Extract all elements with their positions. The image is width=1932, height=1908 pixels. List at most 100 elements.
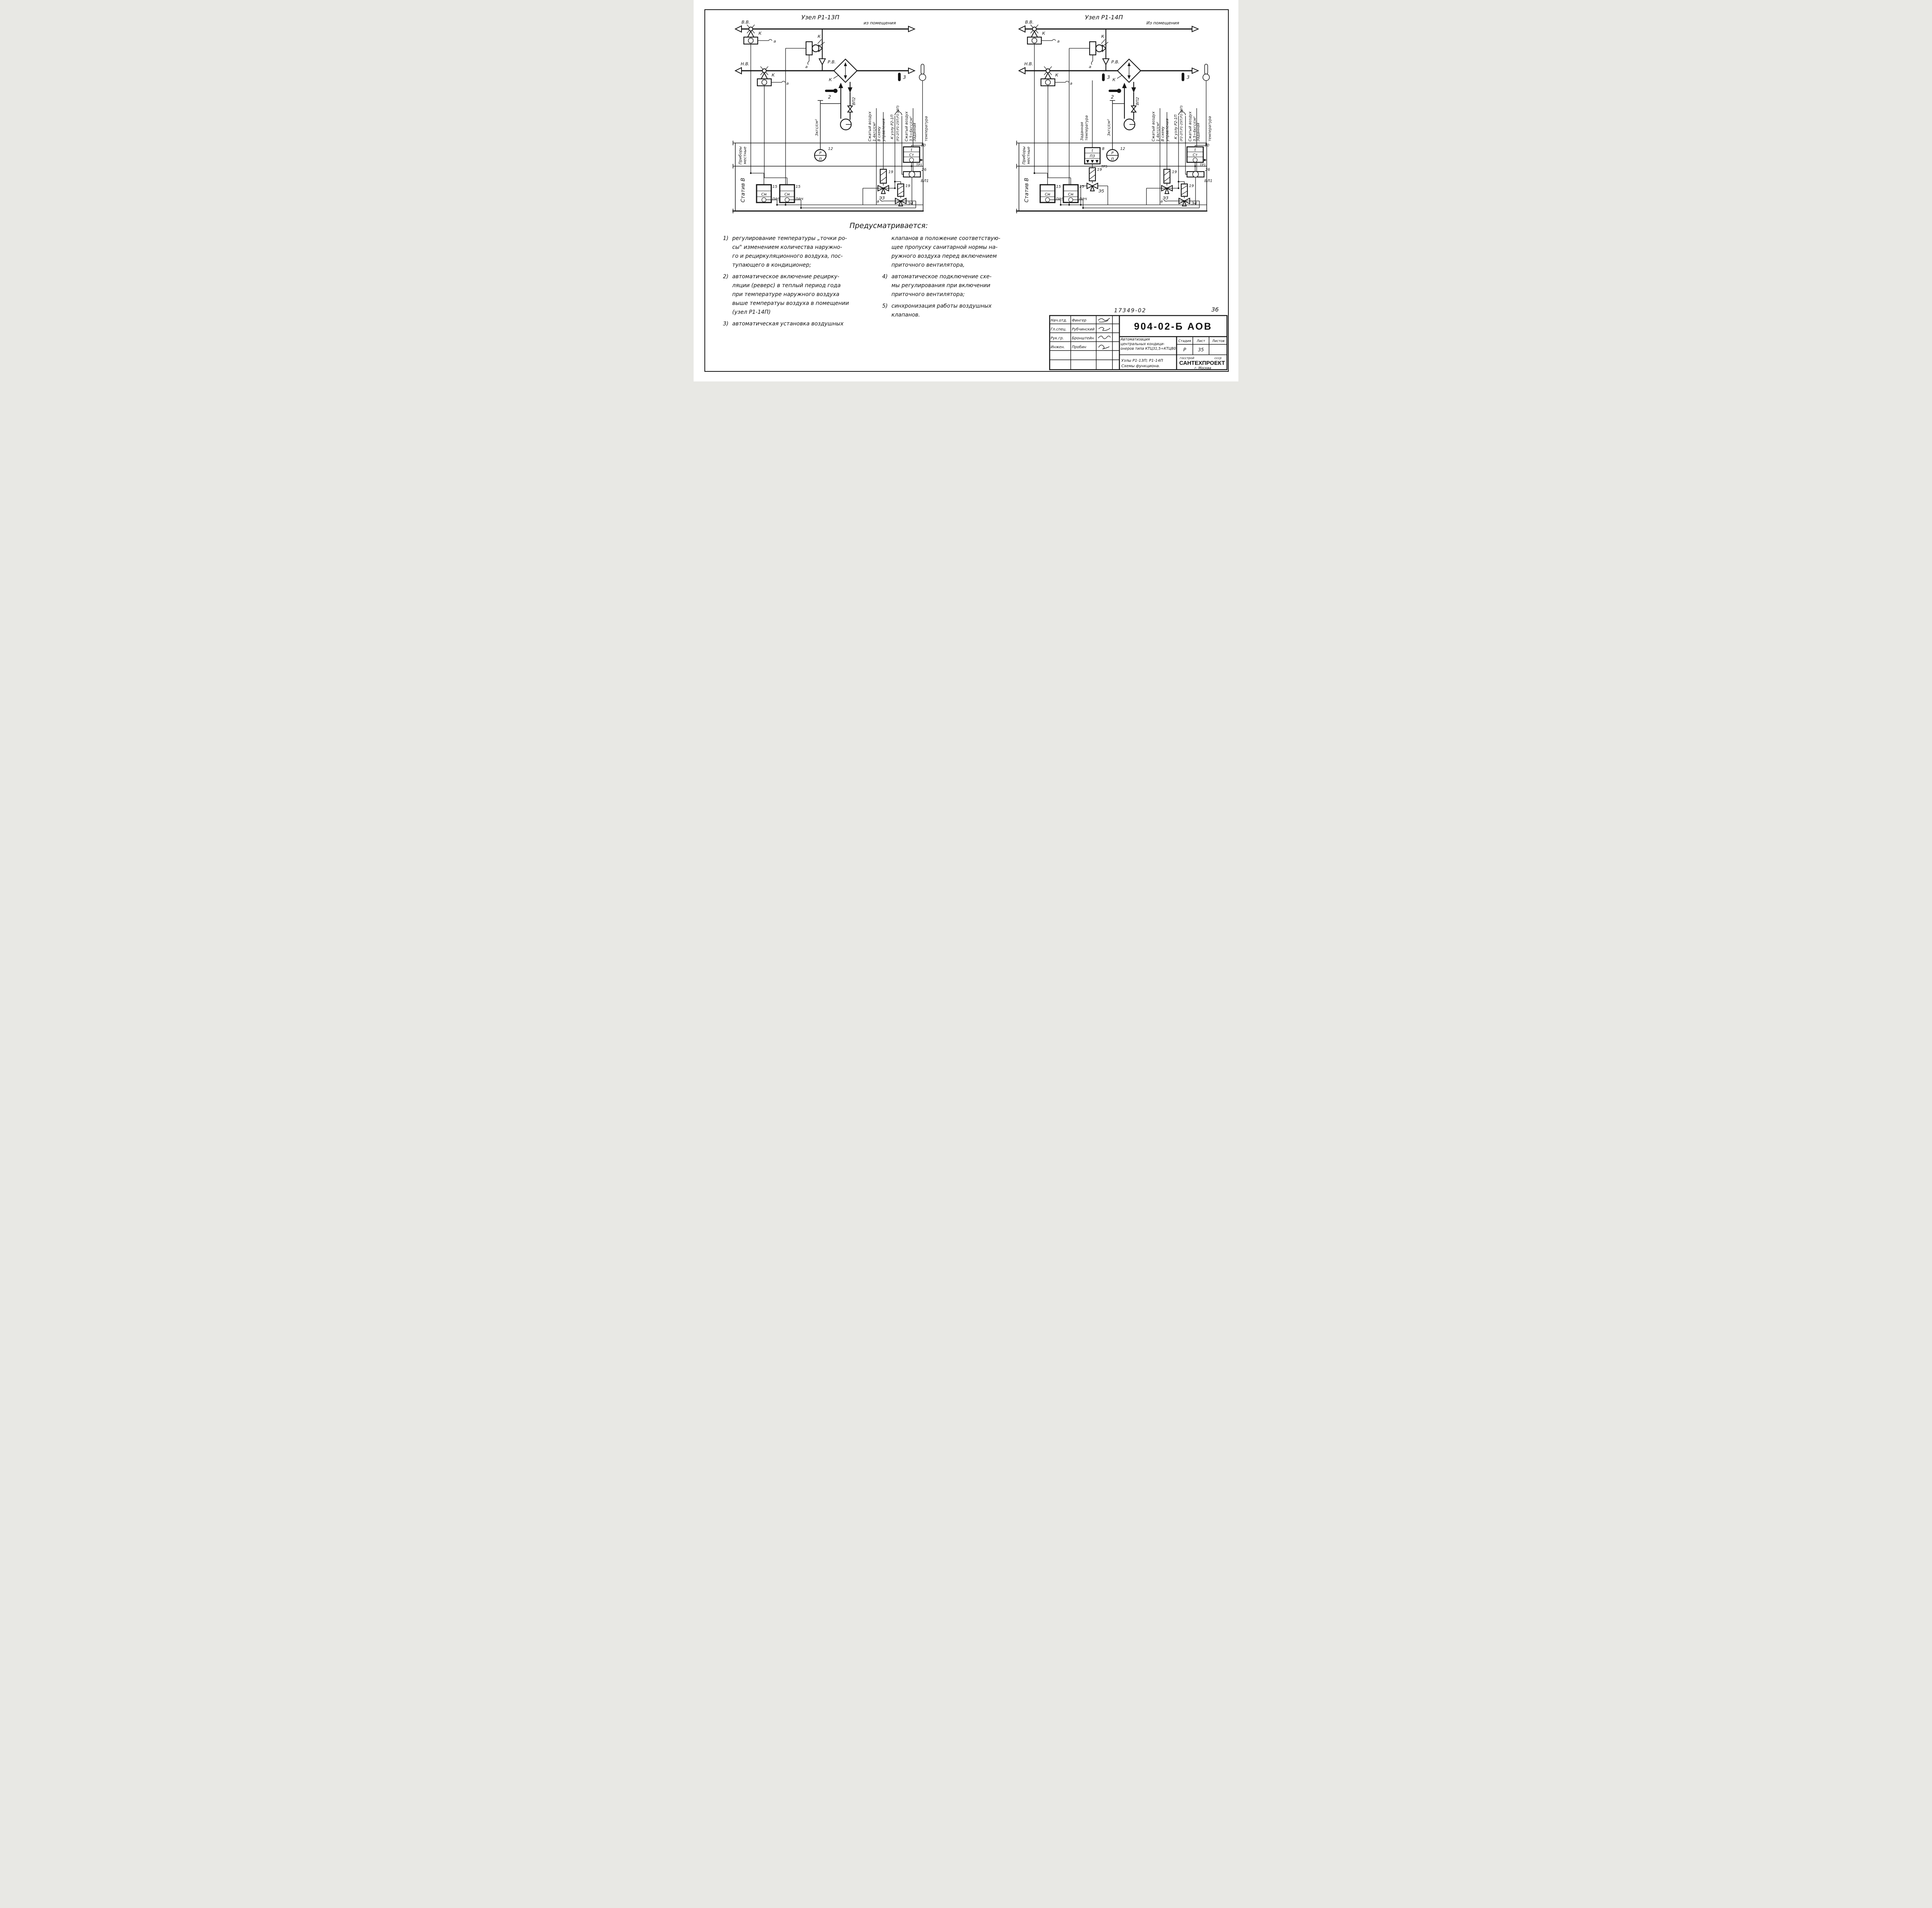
duct-arrow-icon — [908, 26, 915, 32]
label-12: 12 — [1120, 147, 1125, 151]
flow-arrow-up-icon — [1122, 83, 1127, 88]
band-local-instruments2: местные — [1027, 146, 1031, 164]
label-nodeb: (Р2-2П;Р1-25П;Р1-26П) — [1180, 105, 1183, 141]
label-bp1: БЛ1 — [1204, 179, 1213, 183]
device-pressure-gauge — [1107, 150, 1118, 161]
label-p: Р — [1111, 151, 1114, 155]
notes-column-left: 1) регулирование температуры „точки ро- … — [723, 234, 879, 331]
exhaust-duct-line — [735, 26, 915, 32]
label-tr1: ТР1 — [1200, 163, 1206, 167]
device-solenoid-e4 — [880, 182, 916, 208]
note-item: 2) автоматическое включение рецирку- ляц… — [723, 272, 879, 317]
label-a: а — [774, 39, 776, 44]
label-19: 19 — [888, 170, 893, 174]
label-air356b: 3,5÷6кгс/см² — [909, 116, 913, 141]
label-from-room: Из помещения — [1146, 20, 1179, 26]
wiring-buses — [750, 165, 923, 209]
label-19: 19 — [1097, 168, 1102, 172]
sensor-pos2-icon — [1109, 90, 1119, 92]
shutoff-valve-icon — [1131, 106, 1136, 112]
label-pos3: 3 — [1187, 75, 1190, 80]
damper-valve-outdoor — [757, 66, 787, 185]
label-rv: Р.В. — [1111, 60, 1119, 65]
note-item: 5) синхронизация работы воздушных клапан… — [882, 302, 1026, 320]
panel-bands — [1017, 141, 1207, 213]
label-8: 8 — [1102, 147, 1104, 151]
label-15: 15 — [1079, 185, 1084, 189]
note-text: автоматическая установка воздушных — [732, 321, 844, 327]
thermometer-icon — [1102, 73, 1105, 81]
duct-arrow-icon — [735, 26, 742, 32]
label-node: К узлу Р2-1П — [1174, 114, 1178, 139]
flow-arrow-down-icon — [848, 87, 852, 93]
note-item: 1) регулирование температуры „точки ро- … — [723, 234, 879, 270]
label-settemp: Заданная — [913, 123, 917, 141]
project-code: 904-02-Б АОВ — [1134, 321, 1212, 332]
device-temp-station — [903, 147, 923, 172]
note-text: синхронизация работы воздушных клапанов. — [891, 303, 992, 318]
thermometer-icon — [898, 73, 901, 81]
label-settempb: температура — [924, 116, 929, 141]
device-solenoid-e5 — [1081, 168, 1108, 205]
label-cm: См — [784, 192, 790, 197]
name-cell: Фингер — [1072, 318, 1086, 323]
label-e5: Э5 — [1098, 189, 1104, 194]
label-k: К — [829, 77, 832, 82]
device-setter-pz — [1085, 148, 1100, 168]
role-cell: Рук.гр. — [1051, 336, 1064, 340]
label-a: а — [805, 65, 808, 69]
role-cell: Гл.спец. — [1051, 327, 1066, 332]
org-city: г. Москва — [1195, 366, 1211, 370]
flow-arrow-up-icon — [838, 83, 843, 88]
label-rv: Р.В. — [828, 60, 836, 65]
thermometer-icon — [1182, 73, 1184, 81]
note-number: 2) — [723, 274, 729, 280]
sheet-value: 35 — [1198, 347, 1204, 352]
label-pz: ПЗ — [1090, 154, 1095, 158]
label-settemp: Заданная — [1196, 123, 1201, 141]
object-line1: Узлы Р1-13П; Р1-14П — [1121, 359, 1163, 363]
label-a: а — [1057, 39, 1060, 44]
label-10: 10 — [921, 143, 926, 148]
label-a: а — [786, 82, 789, 86]
label-pi: П — [819, 157, 821, 162]
name-cell: Пробин — [1072, 345, 1086, 349]
label-pos3: 3 — [903, 75, 906, 80]
note-text: регулирование температуры „точки ро- сы"… — [732, 235, 847, 268]
label-15: 15 — [772, 185, 777, 189]
label-ct: Ст — [1193, 153, 1198, 157]
wiring-buses — [1033, 165, 1207, 209]
sheets-header: Листов — [1212, 339, 1225, 343]
label-19: 19 — [1189, 184, 1194, 188]
panel-bands — [733, 141, 923, 213]
signature — [1098, 318, 1111, 349]
recirculation-loop — [1110, 82, 1136, 150]
label-pf5: ПФ5 — [772, 197, 780, 201]
label-settemp: Заданная — [1080, 122, 1084, 141]
label-air356: Сжатый воздух — [905, 111, 909, 141]
drawing-sheet: Узел Р1-13П В.В. из помещения Н.В. К а — [694, 0, 1238, 381]
label-tr1: ТР1 — [916, 163, 922, 167]
damper-valve-outdoor — [1041, 66, 1071, 185]
note-text: автоматическое включение рецирку- ляции … — [732, 274, 849, 315]
label-k: К — [759, 31, 762, 36]
brace-icon — [895, 110, 902, 115]
label-pf4: ПФЧ — [796, 197, 803, 201]
label-26: 26 — [1205, 168, 1210, 172]
sheet-frame — [704, 9, 1229, 372]
label-node: К узлу Р2-1П — [890, 114, 895, 139]
label-a: а — [1070, 82, 1072, 86]
label-tr5: ТР5 — [1101, 165, 1107, 169]
band-stand: Статив В — [1024, 178, 1030, 203]
label-t: t — [1092, 149, 1094, 153]
sensor-pos2-icon — [825, 90, 835, 92]
label-pf5: ПФ5 — [1056, 197, 1063, 201]
label-cm: См — [761, 192, 767, 197]
device-solenoid-e3 — [1146, 169, 1179, 205]
label-ctrl: В схему — [1161, 126, 1165, 141]
diagram-title: Узел Р1-13П — [801, 14, 840, 21]
stage-header: Стадия — [1179, 339, 1191, 343]
org-name: САНТЕХПРОЕКТ — [1179, 360, 1225, 366]
project-description: Автоматизация центральных кондици- онеро… — [1121, 337, 1176, 351]
reverse-valve-icon — [1103, 59, 1109, 65]
